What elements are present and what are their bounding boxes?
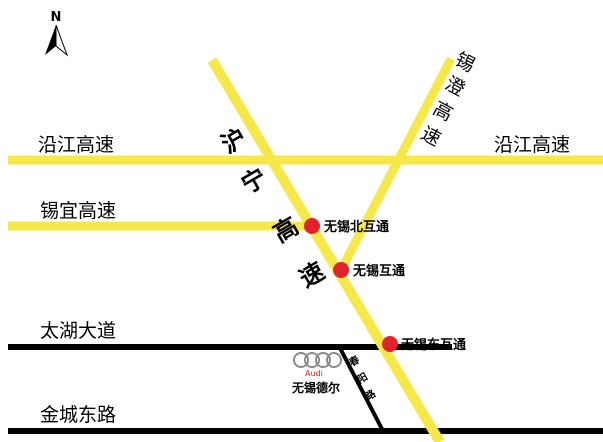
audi-rings-icon xyxy=(293,352,342,368)
jincheng-label: 金城东路 xyxy=(40,404,116,426)
compass: N xyxy=(45,10,69,57)
wuxi-north-interchange-marker xyxy=(304,218,320,234)
wuxi-interchange-marker xyxy=(333,262,349,278)
taihu-label: 太湖大道 xyxy=(40,320,116,342)
highways xyxy=(8,56,603,442)
yanjiang-right-label: 沿江高速 xyxy=(494,134,570,156)
compass-label: N xyxy=(51,10,62,25)
north-arrow-icon-half xyxy=(55,24,69,57)
wuxi-east-interchange-marker xyxy=(382,336,398,352)
wuxi-interchange-label: 无锡互通 xyxy=(352,263,405,279)
chunyang-road-line xyxy=(338,347,385,432)
huning-char-4: 速 xyxy=(295,257,330,293)
xicheng-char-4: 速 xyxy=(417,123,444,151)
wuxi-east-interchange-label: 无锡东互通 xyxy=(400,337,466,353)
huning-highway-line xyxy=(207,57,445,442)
xicheng-char-1: 锡 xyxy=(451,49,478,77)
huning-char-3: 高 xyxy=(269,212,304,248)
interchanges: 无锡北互通 无锡互通 无锡东互通 xyxy=(304,218,466,353)
road-labels: 沿江高速 沿江高速 锡宜高速 太湖大道 金城东路 xyxy=(38,134,570,426)
dealer-name-label: 无锡德尔 xyxy=(291,380,340,395)
xicheng-highway-line xyxy=(337,56,455,273)
audi-brand-label: Audi xyxy=(305,369,323,378)
xiyi-label: 锡宜高速 xyxy=(40,200,116,222)
huning-char-1: 沪 xyxy=(217,123,252,159)
huning-highway-label: 沪 宁 高 速 xyxy=(217,123,330,293)
yanjiang-left-label: 沿江高速 xyxy=(38,134,114,156)
north-arrow-icon xyxy=(45,25,56,55)
huning-char-2: 宁 xyxy=(237,163,272,199)
audi-dealer: Audi 无锡德尔 xyxy=(291,352,342,395)
wuxi-north-interchange-label: 无锡北互通 xyxy=(323,219,389,235)
